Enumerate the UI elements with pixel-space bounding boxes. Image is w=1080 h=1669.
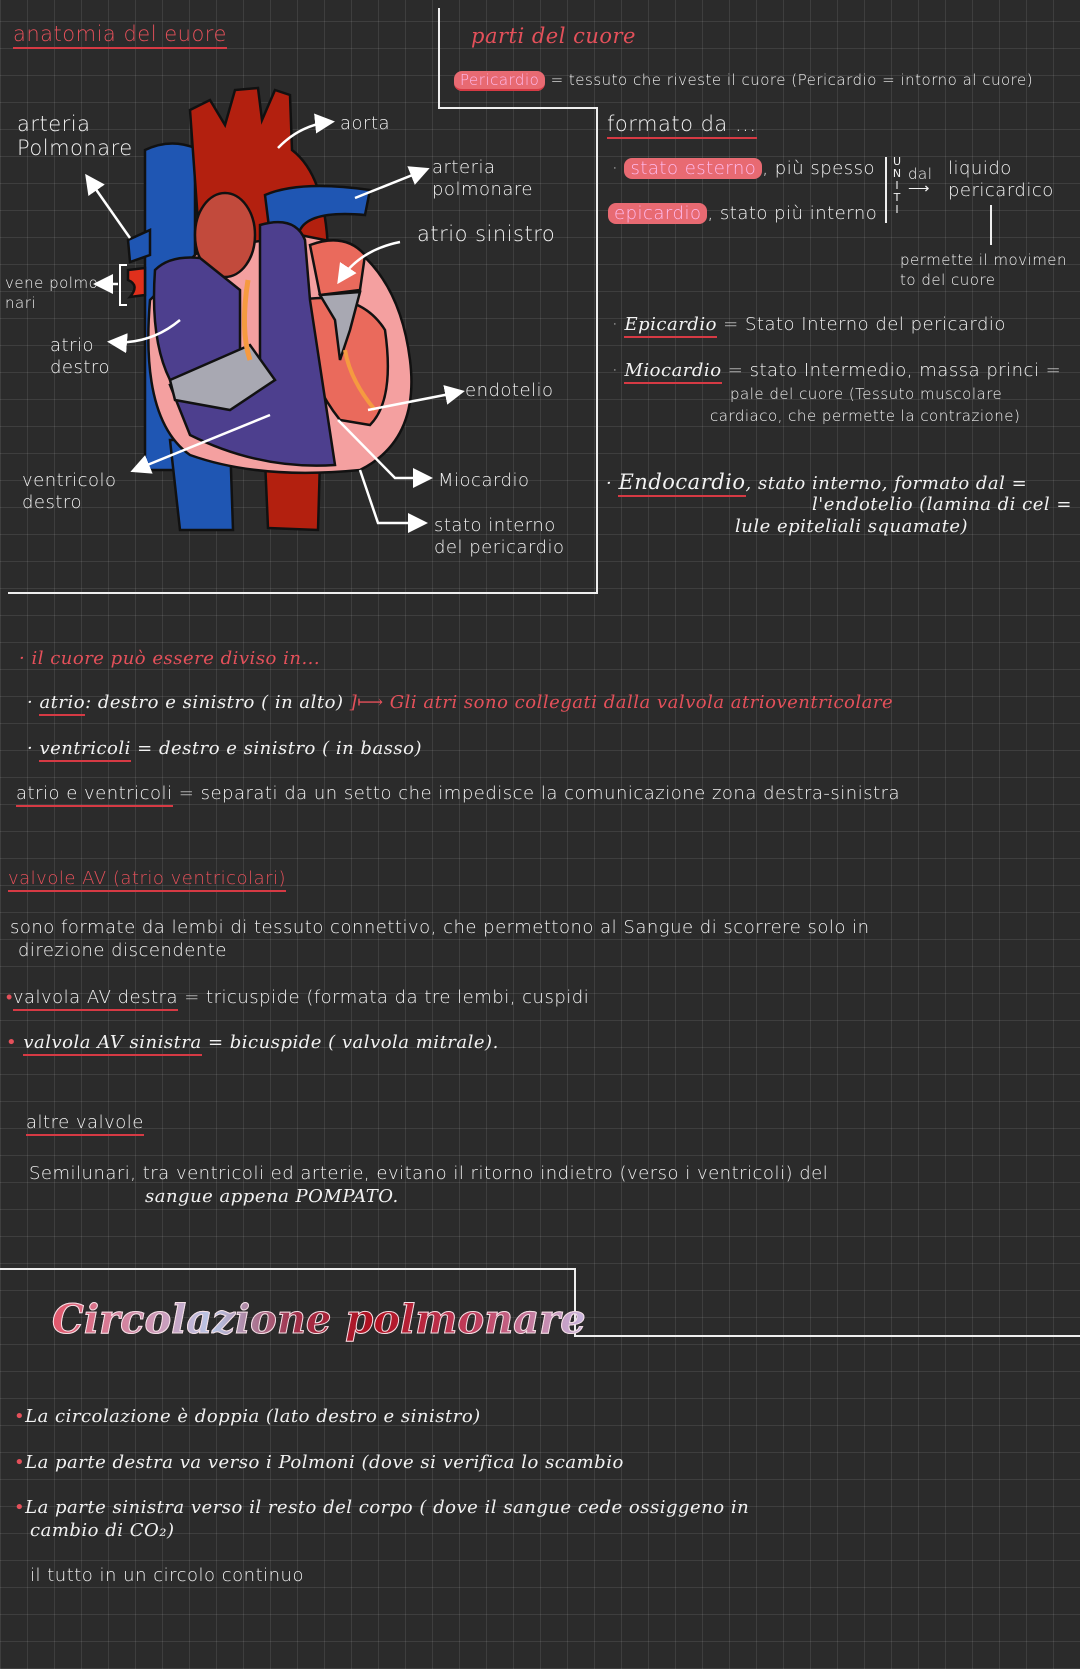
parti-title: parti del cuore	[471, 24, 636, 48]
divider-diagram-bottom	[8, 592, 598, 594]
pericardio-line: Pericardio = tessuto che riveste il cuor…	[454, 70, 1033, 91]
arrow-atrio-sinistro	[337, 240, 401, 285]
altre-valvole-title: altre valvole	[26, 1112, 144, 1136]
circolazione-bullet-1: •La circolazione è doppia (lato destro e…	[14, 1406, 481, 1427]
endocardio-def-2: l'endotelio (lamina di cel =	[812, 494, 1072, 515]
chordae	[343, 349, 377, 412]
epicardio-def: · Epicardio = Stato Interno del pericard…	[612, 314, 1006, 338]
tricuspid-valve	[168, 343, 277, 412]
altre-valvole-desc-1: Semilunari, tra ventricoli ed arterie, e…	[29, 1163, 829, 1184]
left-atrium	[308, 239, 367, 297]
pulmonary-artery-right	[263, 184, 372, 237]
vene-bracket	[119, 264, 127, 306]
miocardio-def: · Miocardio = stato Intermedio, massa pr…	[612, 360, 1061, 384]
arrow-pulmonary-right	[354, 166, 430, 200]
formato-da: formato da ...	[607, 112, 757, 139]
divider-title-vertical	[574, 1268, 576, 1336]
valvola-sinistra: • valvola AV sinistra = bicuspide ( valv…	[6, 1032, 499, 1056]
ventricoli-line: · ventricoli = destro e sinistro ( in ba…	[27, 738, 422, 762]
arrow-aorta	[277, 113, 335, 149]
liquido-arrow	[990, 205, 992, 245]
pulmonary-artery-left	[126, 228, 152, 264]
arrow-endotelio	[367, 385, 465, 412]
label-atrio-sinistro: atrio sinistro	[417, 222, 556, 246]
circolazione-bullet-2: •La parte destra va verso i Polmoni (dov…	[14, 1452, 624, 1473]
label-arteria-polmonare-right: arteria polmonare	[432, 157, 534, 200]
divider-top-horizontal	[438, 107, 598, 109]
septum-vessel	[241, 279, 253, 361]
circolazione-bullet-3: •La parte sinistra verso il resto del co…	[14, 1497, 750, 1518]
divisione-intro: · il cuore può essere diviso in...	[19, 648, 321, 669]
anatomy-title: anatomia del euore	[13, 22, 227, 49]
divider-title-top	[0, 1268, 575, 1270]
pulmonary-veins	[126, 266, 147, 299]
permette-movimento: permette il movimen to del cuore	[900, 251, 1068, 289]
valvole-desc-2: direzione discendente	[18, 940, 227, 961]
arrow-ventricolo-destro	[130, 413, 271, 474]
label-miocardio: Miocardio	[438, 470, 530, 491]
circolazione-bullet-3b: cambio di CO₂)	[30, 1520, 175, 1541]
setto-line: atrio e ventricoli = separati da un sett…	[16, 783, 900, 807]
miocardio-def-2: pale del cuore (Tessuto muscolare	[730, 385, 1003, 403]
label-aorta: aorta	[340, 113, 391, 134]
circolazione-title: Circolazione polmonare	[52, 1296, 587, 1344]
liquido-pericardico: liquido pericardico	[948, 158, 1054, 201]
valvole-desc-1: sono formate da lembi di tessuto connett…	[10, 917, 870, 938]
divider-top-vertical	[438, 8, 440, 108]
label-arteria-polmonare-left: arteria Polmonare	[17, 112, 133, 160]
valvola-destra: •valvola AV destra = tricuspide (formata…	[6, 987, 589, 1011]
altre-valvole-desc-2: sangue appena POMPATO.	[145, 1186, 399, 1207]
valvole-title: valvole AV (atrio ventricolari)	[8, 868, 287, 892]
bracket-arrow-icon: ]⟼	[349, 692, 384, 713]
circolazione-closing: il tutto in un circolo continuo	[30, 1565, 304, 1586]
epicardio-line: epicardio, stato più interno	[608, 203, 877, 225]
dal-label: dal	[908, 165, 933, 183]
mitral-valve	[317, 290, 362, 361]
uniti-bracket	[885, 157, 887, 223]
label-stato-interno: stato interno del pericardio	[434, 515, 565, 558]
divider-diagram-right	[596, 107, 598, 594]
label-endotelio: endotelio	[465, 380, 554, 401]
miocardio-def-3: cardiaco, che permette la contrazione)	[710, 407, 1021, 425]
label-ventricolo-destro: ventricolo destro	[22, 470, 117, 513]
label-vene-polmonari: vene polmo nari	[5, 274, 99, 312]
arrow-miocardio	[337, 419, 433, 488]
divider-title-bottom	[574, 1335, 1080, 1337]
label-atrio-destro: atrio destro	[50, 335, 110, 378]
endocardio-def-3: lule epiteliali squamate)	[735, 516, 969, 537]
stato-esterno-line: · stato esterno, più spesso	[612, 158, 875, 179]
arrow-pulmonary-left	[85, 173, 132, 239]
atrio-line: · atrio: destro e sinistro ( in alto) ]⟼…	[27, 692, 893, 716]
heart-diagram	[85, 86, 465, 533]
arrow-stato-interno	[358, 469, 428, 533]
arrow-atrio-destro	[107, 319, 181, 354]
dal-arrow-icon: ⟶	[908, 179, 931, 197]
endocardio-def: · Endocardio, stato interno, formato dal…	[606, 470, 1027, 497]
